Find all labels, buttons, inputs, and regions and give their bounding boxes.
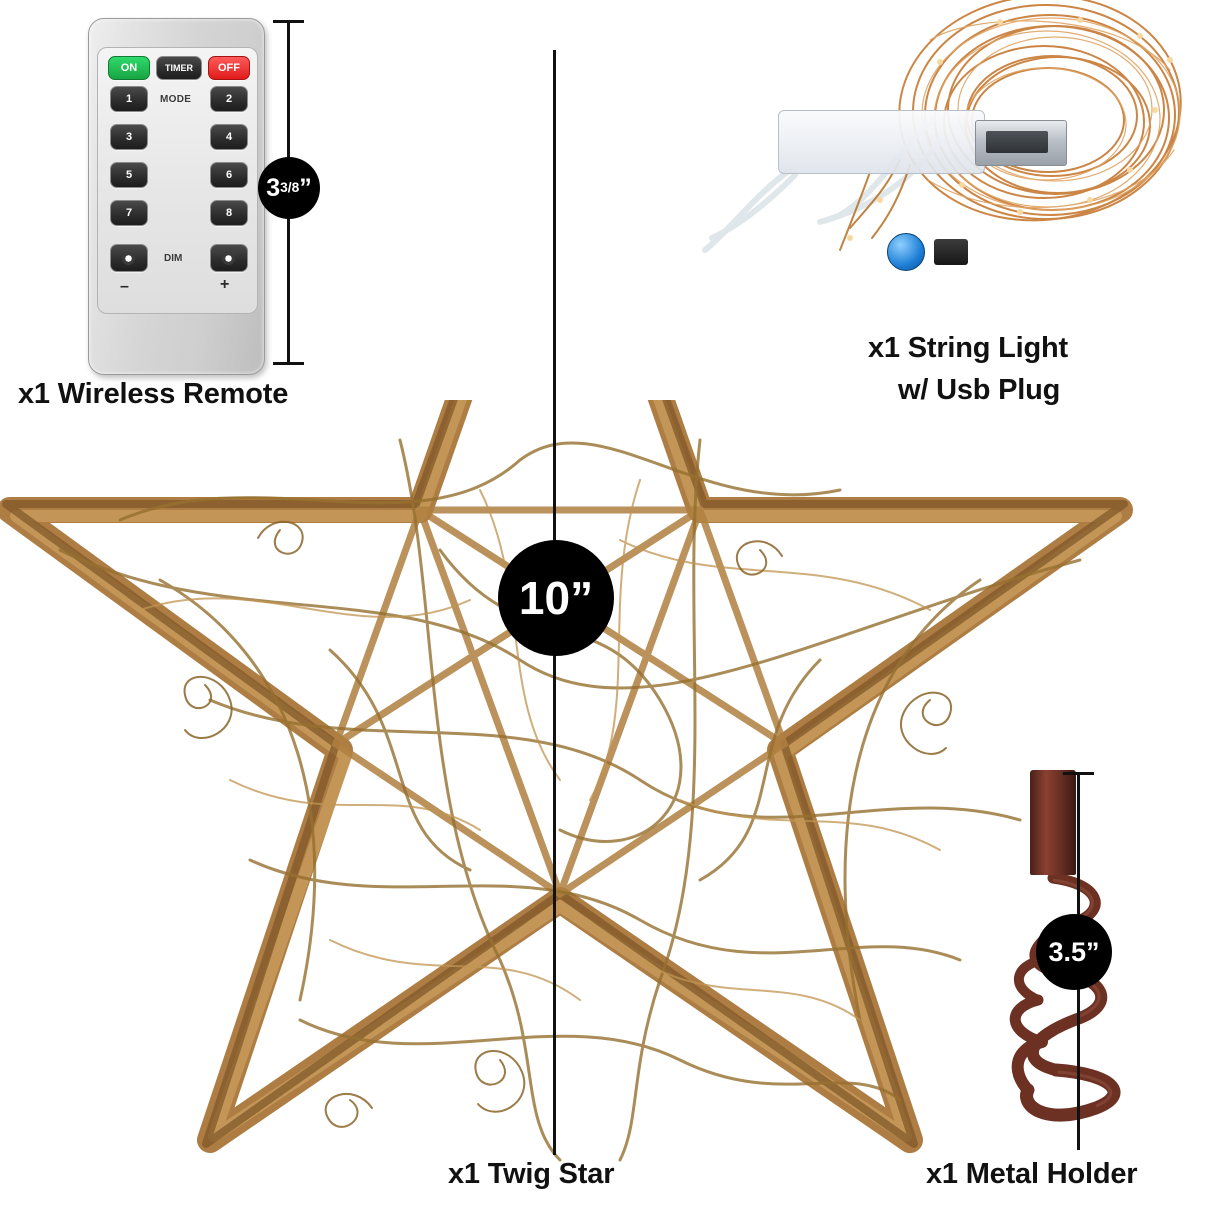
remote-button-4[interactable]: 4 bbox=[210, 124, 248, 150]
remote-mode-label: MODE bbox=[160, 94, 192, 105]
holder-dimension-cap-top bbox=[1063, 772, 1094, 775]
remote-faceplate: ON TIMER OFF MODE 1 2 3 4 5 6 7 8 DIM – … bbox=[97, 47, 258, 314]
remote-button-2[interactable]: 2 bbox=[210, 86, 248, 112]
remote-dimension-fraction: 3/8 bbox=[280, 180, 300, 196]
remote-button-5[interactable]: 5 bbox=[110, 162, 148, 188]
holder-sleeve bbox=[1030, 770, 1076, 875]
remote-button-8[interactable]: 8 bbox=[210, 200, 248, 226]
twig-star bbox=[0, 97, 1160, 1180]
remote-minus-label: – bbox=[120, 278, 129, 295]
remote-timer-button[interactable]: TIMER bbox=[156, 56, 202, 80]
sun-icon-left bbox=[122, 252, 135, 265]
holder-dimension-unit: ” bbox=[1086, 936, 1100, 967]
remote-dim-label: DIM bbox=[164, 253, 183, 264]
remote-dim-down-button[interactable] bbox=[110, 244, 148, 272]
remote-button-1[interactable]: 1 bbox=[110, 86, 148, 112]
black-chip bbox=[934, 239, 968, 265]
remote-dimension-unit: ” bbox=[299, 173, 312, 202]
remote-button-3[interactable]: 3 bbox=[110, 124, 148, 150]
twig-star-drawing bbox=[0, 97, 1133, 1162]
star-dimension-value: 10 bbox=[518, 572, 571, 624]
usb-controller-body bbox=[778, 110, 985, 271]
remote-off-button[interactable]: OFF bbox=[208, 56, 250, 80]
remote-button-6[interactable]: 6 bbox=[210, 162, 248, 188]
usb-metal-plug bbox=[975, 120, 1067, 166]
remote-dim-up-button[interactable] bbox=[210, 244, 248, 272]
sun-icon-right bbox=[222, 252, 235, 265]
holder-dimension-badge: 3.5” bbox=[1036, 914, 1112, 990]
remote-dimension-cap-bottom bbox=[273, 362, 304, 365]
metal-holder-caption: x1 Metal Holder bbox=[926, 1158, 1138, 1190]
star-dimension-unit: ” bbox=[570, 572, 594, 624]
remote-dimension-cap-top bbox=[273, 20, 304, 23]
remote-button-7[interactable]: 7 bbox=[110, 200, 148, 226]
remote-caption: x1 Wireless Remote bbox=[18, 378, 289, 410]
remote-on-button[interactable]: ON bbox=[108, 56, 150, 80]
wireless-remote[interactable]: ON TIMER OFF MODE 1 2 3 4 5 6 7 8 DIM – … bbox=[88, 18, 265, 375]
remote-dimension-value: 3 bbox=[266, 173, 281, 202]
twig-star-caption: x1 Twig Star bbox=[448, 1158, 615, 1190]
remote-plus-label: + bbox=[220, 276, 230, 293]
star-dimension-badge: 10” bbox=[498, 540, 614, 656]
holder-dimension-value: 3.5 bbox=[1048, 936, 1087, 967]
blue-power-button[interactable] bbox=[887, 233, 925, 271]
string-light-usb bbox=[700, 0, 1200, 320]
string-light-caption-line1: x1 String Light bbox=[868, 332, 1069, 364]
string-light-caption-line2: w/ Usb Plug bbox=[898, 374, 1061, 406]
